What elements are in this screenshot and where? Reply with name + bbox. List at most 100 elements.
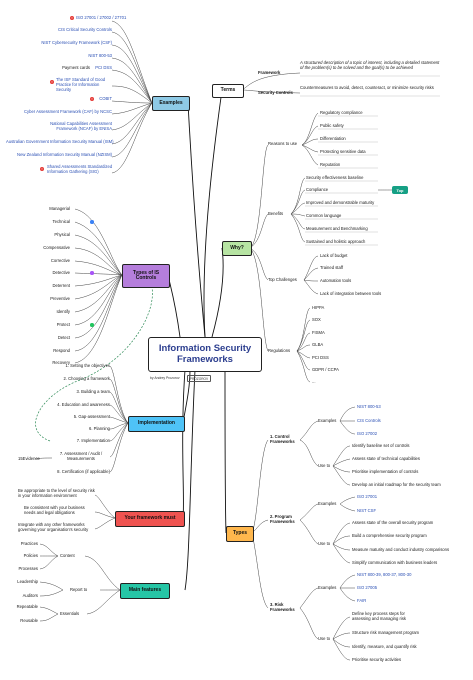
group-marker-icon [90,323,94,327]
benefit-item: Measurement and Benchmarking [306,226,368,231]
alert-icon: ! [50,80,54,84]
branch-main-features[interactable]: Main features [120,583,170,599]
why-reasons-label: Reasons to use [268,141,298,146]
example-item[interactable]: COBIT [99,96,112,101]
benefit-item: Security effectiveness baseline [306,175,364,180]
control-item: Detect [57,335,70,340]
author-credit: by Andrey Prozorov [150,376,180,380]
type-use-item: Simplify communication with business lea… [352,560,438,565]
group-marker-icon [90,220,94,224]
type-example-item[interactable]: CIS Controls [357,418,381,423]
type-example-item[interactable]: ISO 27005 [357,585,378,590]
type-use-item: Develop an initial roadmap for the secur… [352,482,441,487]
regulation-item: FISMA [312,330,325,335]
branch-types-of-controls[interactable]: Types of IS Controls [122,264,170,288]
reason-item: Public safety [320,123,344,128]
implementation-step: 3. Building a team [76,389,110,394]
branch-terms[interactable]: Terms [212,84,244,98]
regulation-item: GDPR / CCPA [312,367,339,372]
control-item: Technical [52,219,70,224]
example-item[interactable]: ISO 27001 / 27002 / 27701 [76,15,127,20]
regulation-item: GLBA [312,342,324,347]
reason-item: Protecting sensitive data [320,149,366,154]
example-item[interactable]: Australian Government Information Securi… [6,139,114,144]
example-item[interactable]: The ISF Standard of Good Practice for In… [56,77,106,92]
feature-item: Auditors [22,593,38,598]
regulation-item: ... [312,379,316,384]
must-item: Be appropriate to the level of security … [18,488,95,498]
control-item: Detective [52,270,70,275]
why-regulations-label: Regulations [268,348,291,353]
features-essentials-label: Essentials [60,611,80,616]
example-side-label: Payment cards [62,65,90,70]
branch-implementation[interactable]: Implementation [128,416,185,432]
type-use-item: Assess state of the overall security pro… [352,520,434,525]
branch-your-framework-must[interactable]: Your framework must [115,511,185,527]
branch-types[interactable]: Types [226,526,254,542]
example-item[interactable]: NIST Cybersecurity Framework (CSF) [41,40,112,45]
type-use-item: Identify baseline set of controls [352,443,410,448]
control-item: Preventive [50,296,70,301]
challenge-item: Lack of budget [320,253,348,258]
example-item[interactable]: National Capabilities Assessment Framewo… [50,121,112,131]
type-use-label: Use to [318,636,331,641]
branch-examples[interactable]: Examples [152,96,190,111]
regulation-item: SOX [312,317,321,322]
example-item[interactable]: Shared Assessments Standardized Informat… [47,164,113,174]
term-controls-label: Security Controls [258,90,293,95]
example-item[interactable]: PCI DSS [95,65,112,70]
type-use-item: Define key process steps for assessing a… [352,611,407,621]
why-benefits-label: Benefits [268,211,284,216]
type-example-item[interactable]: FAIR [357,598,367,603]
author-tag: PROZOROV [187,375,211,382]
benefit-item: Improved and demonstrable maturity [306,200,375,205]
term-controls-definition: Countermeasures to avoid, detect, counte… [300,85,434,90]
type-examples-label: Examples [318,501,337,506]
type-use-item: Identify, measure, and quantify risk [352,644,417,649]
type-use-item: Build a comprehensive security program [352,533,427,538]
example-item[interactable]: Cyber Assessment Framework (CAF) by NCSC [24,109,112,114]
type-risk-label: 3. Risk Frameworks [270,602,295,612]
type-program-label: 2. Program Frameworks [270,514,295,524]
why-challenges-label: Top Challenges [268,277,297,282]
control-item: Physical [54,232,70,237]
control-item: Protect [56,322,70,327]
example-item[interactable]: New Zealand Information Security Manual … [17,152,112,157]
type-example-item[interactable]: ISO 27002 [357,431,378,436]
implementation-step: 2. Choosing a framework [63,376,110,381]
control-item: Respond [53,348,70,353]
example-item[interactable]: CIS Critical Security Controls [58,27,112,32]
reason-item: Differentiation [320,136,346,141]
type-use-item: Measure maturity and conduct industry co… [352,547,450,552]
challenge-item: Trained staff [320,265,344,270]
feature-item: Reusable [20,618,38,623]
benefit-item: Compliance [306,187,329,192]
regulation-item: HIPPA [312,305,325,310]
type-use-item: Prioritise implementation of controls [352,469,419,474]
type-examples-label: Examples [318,585,337,590]
feature-item: Policies [23,553,38,558]
implementation-step: 7. Implementation [76,438,110,443]
benefit-item: Sustained and holistic approach [306,239,366,244]
features-report-label: Report to [70,587,88,592]
benefit-item: Common language [306,213,342,218]
control-item: Managerial [49,206,70,211]
alert-icon: ! [40,167,44,171]
type-example-item[interactable]: NIST 800-53 [357,404,381,409]
type-example-item[interactable]: NIST CSF [357,508,377,513]
challenge-item: Lack of integration between tools [320,291,382,296]
branch-why[interactable]: Why? [222,241,252,256]
implementation-step: 1. Setting the objectives [65,363,110,368]
type-example-item[interactable]: ISO 27001 [357,494,378,499]
control-item: Identify [56,309,70,314]
type-use-item: Prioritise security activities [352,657,402,662]
features-content-label: Content [60,553,75,558]
regulation-item: PCI DSS [312,355,329,360]
must-item: Be consistent with your business needs a… [24,505,85,515]
type-use-label: Use to [318,541,331,546]
type-example-item[interactable]: NIST 800-39, 800-37, 800-30 [357,572,412,577]
example-item[interactable]: NIST 800-53 [88,53,112,58]
implementation-evidence: 15Evidence [18,456,40,461]
implementation-step: 8. Certification (if applicable) [57,469,110,474]
